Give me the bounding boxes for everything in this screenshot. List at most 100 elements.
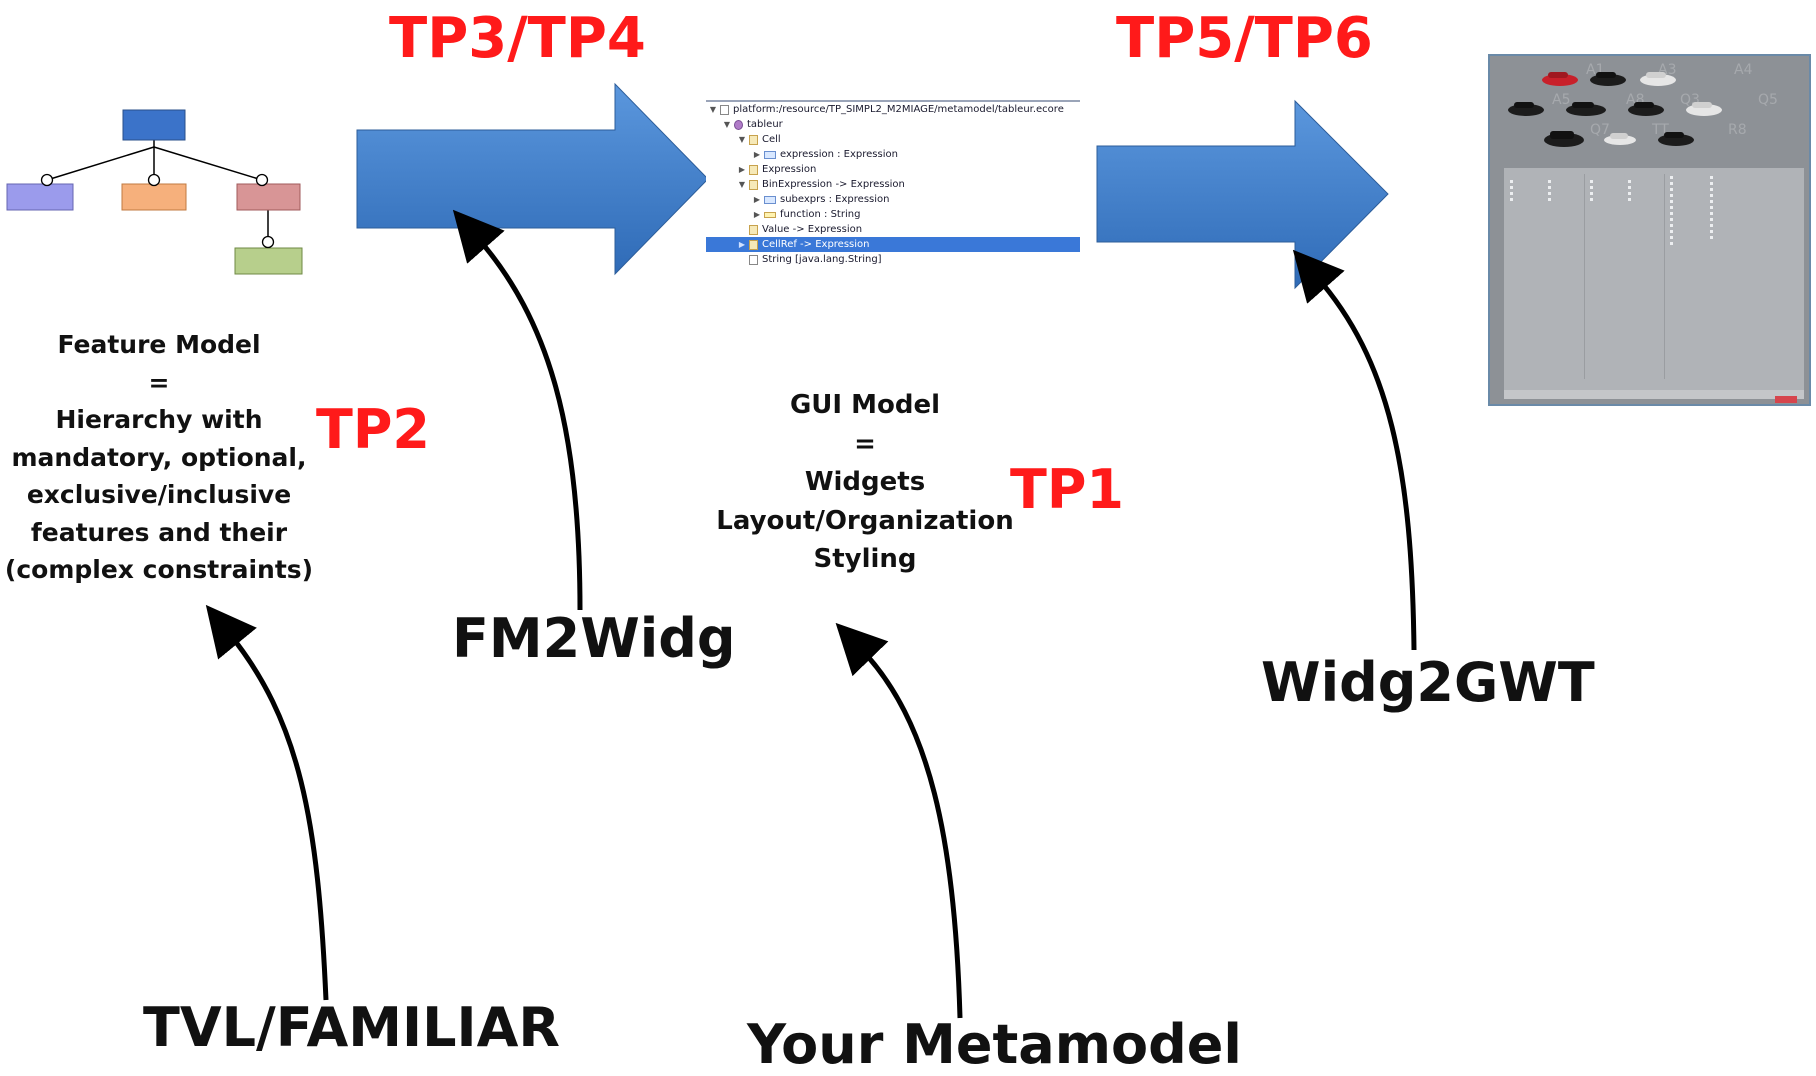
expand-toggle-icon[interactable]: ▶ bbox=[738, 165, 746, 174]
ereference-icon bbox=[764, 195, 776, 204]
epackage-icon bbox=[734, 119, 743, 130]
expand-toggle-icon[interactable]: ▼ bbox=[723, 120, 731, 129]
tab-bar[interactable] bbox=[1504, 390, 1804, 399]
gui-desc-line: = bbox=[854, 428, 876, 459]
car-icon[interactable] bbox=[1544, 131, 1584, 147]
option-checkbox-list bbox=[1510, 176, 1713, 245]
tree-row[interactable]: ▶ Expression bbox=[737, 162, 816, 177]
optional-marker-icon bbox=[255, 173, 269, 187]
gui-model-description: GUI Model = Widgets Layout/Organization … bbox=[716, 386, 1014, 579]
fm-desc-line: features and their bbox=[30, 517, 288, 547]
fm2widg-label: FM2Widg bbox=[452, 607, 736, 670]
transformation-arrow-1 bbox=[356, 82, 709, 276]
eclass-icon bbox=[749, 134, 758, 145]
column-divider bbox=[1584, 174, 1585, 379]
expand-toggle-icon[interactable]: ▶ bbox=[753, 195, 761, 204]
gui-desc-line: GUI Model bbox=[789, 390, 941, 420]
tree-row-selected[interactable]: ▶ CellRef -> Expression bbox=[706, 237, 1080, 252]
car-icon[interactable] bbox=[1590, 72, 1626, 86]
next-button[interactable] bbox=[1775, 396, 1797, 403]
transformation-arrow-2 bbox=[1096, 99, 1389, 290]
tvl-familiar-label: TVL/FAMILIAR bbox=[143, 996, 560, 1059]
edatatype-icon bbox=[749, 254, 758, 265]
car-icon[interactable] bbox=[1542, 72, 1578, 86]
ecore-tree-view: ▼ platform:/resource/TP_SIMPL2_M2MIAGE/m… bbox=[706, 100, 1080, 272]
car-thumbnails bbox=[1508, 72, 1722, 147]
optional-marker-icon bbox=[40, 173, 54, 187]
tree-row-label: Expression bbox=[762, 164, 817, 175]
column-divider bbox=[1664, 174, 1665, 379]
optional-marker-icon bbox=[261, 235, 275, 249]
expand-toggle-icon[interactable]: ▶ bbox=[738, 240, 746, 249]
eclass-icon bbox=[749, 239, 758, 250]
curved-arrow-tvl-to-fm bbox=[205, 604, 329, 1001]
ereference-icon bbox=[764, 150, 776, 159]
expand-toggle-icon[interactable]: ▼ bbox=[738, 180, 746, 189]
tree-row-label: tableur bbox=[747, 119, 783, 130]
tp5-tp6-label: TP5/TP6 bbox=[1116, 6, 1373, 71]
fm-desc-line: Hierarchy with bbox=[55, 405, 263, 434]
fm-desc-line: Feature Model bbox=[57, 330, 261, 359]
fm-root-feature bbox=[122, 109, 186, 141]
widg2gwt-label: Widg2GWT bbox=[1261, 651, 1595, 714]
tree-row[interactable]: String [java.lang.String] bbox=[737, 252, 882, 267]
fm-desc-line: exclusive/inclusive bbox=[26, 480, 292, 509]
car-model-label: Q5 bbox=[1758, 92, 1778, 108]
your-metamodel-label: Your Metamodel bbox=[747, 1013, 1242, 1076]
gui-desc-line: Widgets bbox=[804, 467, 926, 497]
feature-model-description: Feature Model = Hierarchy with mandatory… bbox=[0, 326, 318, 589]
options-panel bbox=[1504, 168, 1804, 390]
feature-model-tree bbox=[6, 109, 303, 275]
eclass-icon bbox=[749, 164, 758, 175]
car-icon[interactable] bbox=[1658, 132, 1694, 146]
tree-row[interactable]: ▼ tableur bbox=[722, 117, 783, 132]
tree-row-label: Cell bbox=[762, 134, 781, 145]
car-model-label: A4 bbox=[1734, 62, 1753, 78]
tree-row[interactable]: ▶ subexprs : Expression bbox=[752, 192, 890, 207]
car-icon[interactable] bbox=[1686, 102, 1722, 116]
tree-row-label: String [java.lang.String] bbox=[762, 254, 882, 265]
tree-row-label: BinExpression -> Expression bbox=[762, 179, 905, 190]
tree-row-label: subexprs : Expression bbox=[780, 194, 890, 205]
optional-marker-icon bbox=[147, 173, 161, 187]
fm-child-feature-3 bbox=[236, 183, 301, 211]
expand-toggle-icon[interactable]: ▼ bbox=[709, 105, 717, 114]
car-model-label: R8 bbox=[1728, 122, 1747, 138]
car-model-label: A5 bbox=[1552, 92, 1571, 108]
tree-row-label: Value -> Expression bbox=[762, 224, 863, 235]
car-icon[interactable] bbox=[1604, 133, 1636, 145]
tree-row[interactable]: Value -> Expression bbox=[737, 222, 862, 237]
tree-row[interactable]: ▶ function : String bbox=[752, 207, 861, 222]
car-icon[interactable] bbox=[1566, 102, 1606, 116]
tp2-label: TP2 bbox=[316, 398, 430, 461]
car-icon[interactable] bbox=[1628, 102, 1664, 116]
expand-toggle-icon[interactable]: ▶ bbox=[753, 150, 761, 159]
eattribute-icon bbox=[764, 211, 776, 218]
tree-row[interactable]: ▼ BinExpression -> Expression bbox=[737, 177, 905, 192]
curved-arrow-widg2gwt-to-arrow bbox=[1292, 249, 1417, 651]
curved-arrow-fm2widg-to-arrow bbox=[452, 209, 583, 611]
expand-toggle-icon[interactable]: ▼ bbox=[738, 135, 746, 144]
gui-desc-line: Styling bbox=[813, 544, 917, 574]
tp3-tp4-label: TP3/TP4 bbox=[389, 6, 646, 71]
gui-desc-line: Layout/Organization bbox=[716, 505, 1014, 536]
tree-row[interactable]: ▼ Cell bbox=[737, 132, 781, 147]
fm-desc-line: (complex constraints) bbox=[4, 555, 314, 584]
tree-row-label: CellRef -> Expression bbox=[762, 239, 870, 250]
car-icon[interactable] bbox=[1508, 102, 1544, 116]
tree-row[interactable]: ▼ platform:/resource/TP_SIMPL2_M2MIAGE/m… bbox=[708, 102, 1064, 117]
ecore-file-icon bbox=[720, 104, 729, 115]
car-model-label: Q7 bbox=[1590, 122, 1610, 138]
tree-row-label: expression : Expression bbox=[780, 149, 898, 160]
fm-desc-line: = bbox=[148, 367, 170, 397]
eclass-icon bbox=[749, 179, 758, 190]
fm-child-feature-1 bbox=[6, 183, 74, 211]
tp1-label: TP1 bbox=[1010, 458, 1124, 521]
tree-row-label: platform:/resource/TP_SIMPL2_M2MIAGE/met… bbox=[733, 104, 1064, 115]
car-icon[interactable] bbox=[1640, 72, 1676, 86]
fm-desc-line: mandatory, optional, bbox=[11, 442, 307, 472]
expand-toggle-icon[interactable]: ▶ bbox=[753, 210, 761, 219]
tree-row-label: function : String bbox=[780, 209, 861, 220]
tree-row[interactable]: ▶ expression : Expression bbox=[752, 147, 898, 162]
